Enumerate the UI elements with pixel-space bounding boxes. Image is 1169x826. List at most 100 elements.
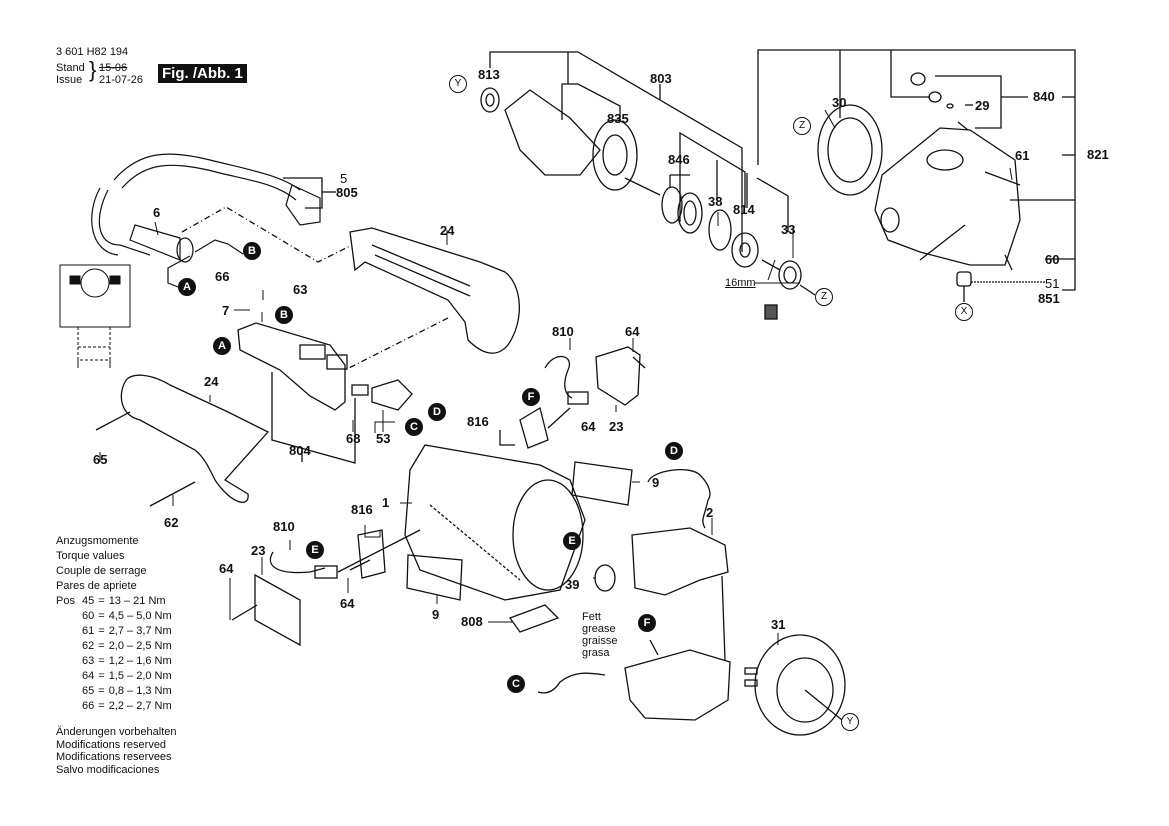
- torque-value: 0,8 – 1,3 Nm: [108, 685, 172, 697]
- grease-note: Fett grease graisse grasa: [582, 611, 617, 659]
- connector-callout-E: E: [306, 541, 324, 559]
- torque-row: 60=4,5 – 5,0 Nm: [82, 609, 176, 624]
- torque-eq: =: [98, 595, 105, 607]
- bracket-821: [757, 49, 1076, 291]
- torque-eq: =: [98, 700, 105, 712]
- part-label-804: 804: [289, 443, 311, 458]
- bracket-835: [561, 83, 621, 120]
- part-label-64-left: 64: [219, 561, 234, 576]
- part-label-24-upper: 24: [440, 223, 455, 238]
- torque-row: 65=0,8 – 1,3 Nm: [82, 684, 176, 699]
- part-label-68: 68: [346, 431, 361, 446]
- notice-en: Modifications reserved: [56, 738, 167, 751]
- torque-table-wrap: Pos 45=13 – 21 Nm 60=4,5 – 5,0 Nm 61=2,7…: [56, 594, 176, 714]
- end-shield: [744, 634, 846, 736]
- part-label-30: 30: [832, 95, 847, 110]
- connector-callout-C: C: [405, 418, 423, 436]
- torque-eq: =: [98, 655, 105, 667]
- connector-callout-A2: A: [213, 337, 231, 355]
- power-cord: [91, 153, 321, 288]
- gear-housing: [874, 127, 1021, 266]
- reference-callout-Y: Y: [449, 75, 467, 93]
- torque-pos: 63: [82, 655, 95, 667]
- reference-callout-X: X: [955, 303, 973, 321]
- part-label-9-lower: 9: [432, 607, 440, 622]
- part-label-64-mid: 64: [581, 419, 596, 434]
- wiring-schematic: [59, 264, 131, 368]
- brace: }: [89, 57, 97, 82]
- torque-eq: =: [98, 685, 105, 697]
- reference-callout-Z2: Z: [815, 288, 833, 306]
- torque-value: 1,5 – 2,0 Nm: [108, 670, 172, 682]
- grease-en: grease: [582, 623, 616, 635]
- torque-row: 66=2,2 – 2,7 Nm: [82, 699, 176, 714]
- part-label-29: 29: [975, 98, 990, 113]
- part-label-851: 851: [1038, 291, 1060, 306]
- torque-title-en: Torque values: [56, 550, 125, 562]
- old-date: 15-06: [99, 62, 128, 74]
- notice-de: Änderungen vorbehalten: [56, 726, 177, 738]
- dimension-16mm: 16mm: [725, 277, 756, 289]
- part-label-64-lower: 64: [340, 596, 355, 611]
- part-label-53: 53: [376, 431, 391, 446]
- part-label-39: 39: [565, 577, 580, 592]
- connector-callout-C2: C: [507, 675, 525, 693]
- torque-row: 62=2,0 – 2,5 Nm: [82, 639, 176, 654]
- part-label-60: 60: [1045, 252, 1060, 267]
- connector-callout-E2: E: [563, 532, 581, 550]
- part-label-61: 61: [1015, 148, 1030, 163]
- part-label-810-lower: 810: [273, 519, 295, 534]
- modifications-notice: Änderungen vorbehalten Modifications res…: [56, 726, 176, 776]
- torque-pos: 60: [82, 610, 95, 622]
- part-label-64-upper: 64: [625, 324, 640, 339]
- handle-half-upper: [349, 227, 520, 354]
- part-label-808: 808: [461, 614, 483, 629]
- part-label-5: 5: [340, 171, 348, 186]
- torque-value: 2,2 – 2,7 Nm: [108, 700, 172, 712]
- torque-title-fr: Couple de serrage: [56, 565, 147, 577]
- connector-callout-F: F: [522, 388, 540, 406]
- figure-label: Fig. /Abb. 1: [158, 64, 247, 83]
- part-label-62: 62: [164, 515, 179, 530]
- part-label-24-lower: 24: [204, 374, 219, 389]
- connector-callout-D: D: [428, 403, 446, 421]
- torque-row: 63=1,2 – 1,6 Nm: [82, 654, 176, 669]
- torque-value: 13 – 21 Nm: [108, 595, 166, 607]
- handle-half-lower: [120, 374, 270, 503]
- torque-pos: 64: [82, 670, 95, 682]
- connector-callout-D2: D: [665, 442, 683, 460]
- part-label-38: 38: [708, 194, 723, 209]
- notice-es: Salvo modificaciones: [56, 763, 160, 776]
- connector-callout-A: A: [178, 278, 196, 296]
- stand-label: Stand: [56, 62, 85, 74]
- torque-eq: =: [98, 640, 105, 652]
- torque-eq: =: [98, 670, 105, 682]
- part-label-31: 31: [771, 617, 786, 632]
- armature: [480, 87, 661, 196]
- part-label-821: 821: [1087, 147, 1109, 162]
- torque-pos-label: Pos: [56, 595, 75, 607]
- part-label-33: 33: [781, 222, 796, 237]
- part-label-23-upper: 23: [609, 419, 624, 434]
- connector-callout-F2: F: [638, 614, 656, 632]
- torque-eq: =: [98, 625, 105, 637]
- grease-de: Fett: [582, 611, 601, 623]
- torque-row: 64=1,5 – 2,0 Nm: [82, 669, 176, 684]
- issue-label: Issue: [56, 74, 83, 86]
- torque-value: 2,0 – 2,5 Nm: [108, 640, 172, 652]
- part-label-7: 7: [222, 303, 230, 318]
- bearing-parts: [661, 186, 816, 320]
- part-label-1: 1: [382, 495, 390, 510]
- part-label-66: 66: [215, 269, 230, 284]
- torque-values-block: Anzugsmomente Torque values Couple de se…: [56, 534, 176, 714]
- bracket-846: [669, 131, 789, 232]
- torque-table: 45=13 – 21 Nm 60=4,5 – 5,0 Nm 61=2,7 – 3…: [82, 594, 176, 714]
- part-label-63: 63: [293, 282, 308, 297]
- torque-row: 61=2,7 – 3,7 Nm: [82, 624, 176, 639]
- part-number: 3 601 H82 194: [56, 46, 129, 58]
- motor-housing: [404, 444, 586, 601]
- torque-pos: 65: [82, 685, 95, 697]
- part-label-6: 6: [153, 205, 161, 220]
- reference-callout-Z: Z: [793, 117, 811, 135]
